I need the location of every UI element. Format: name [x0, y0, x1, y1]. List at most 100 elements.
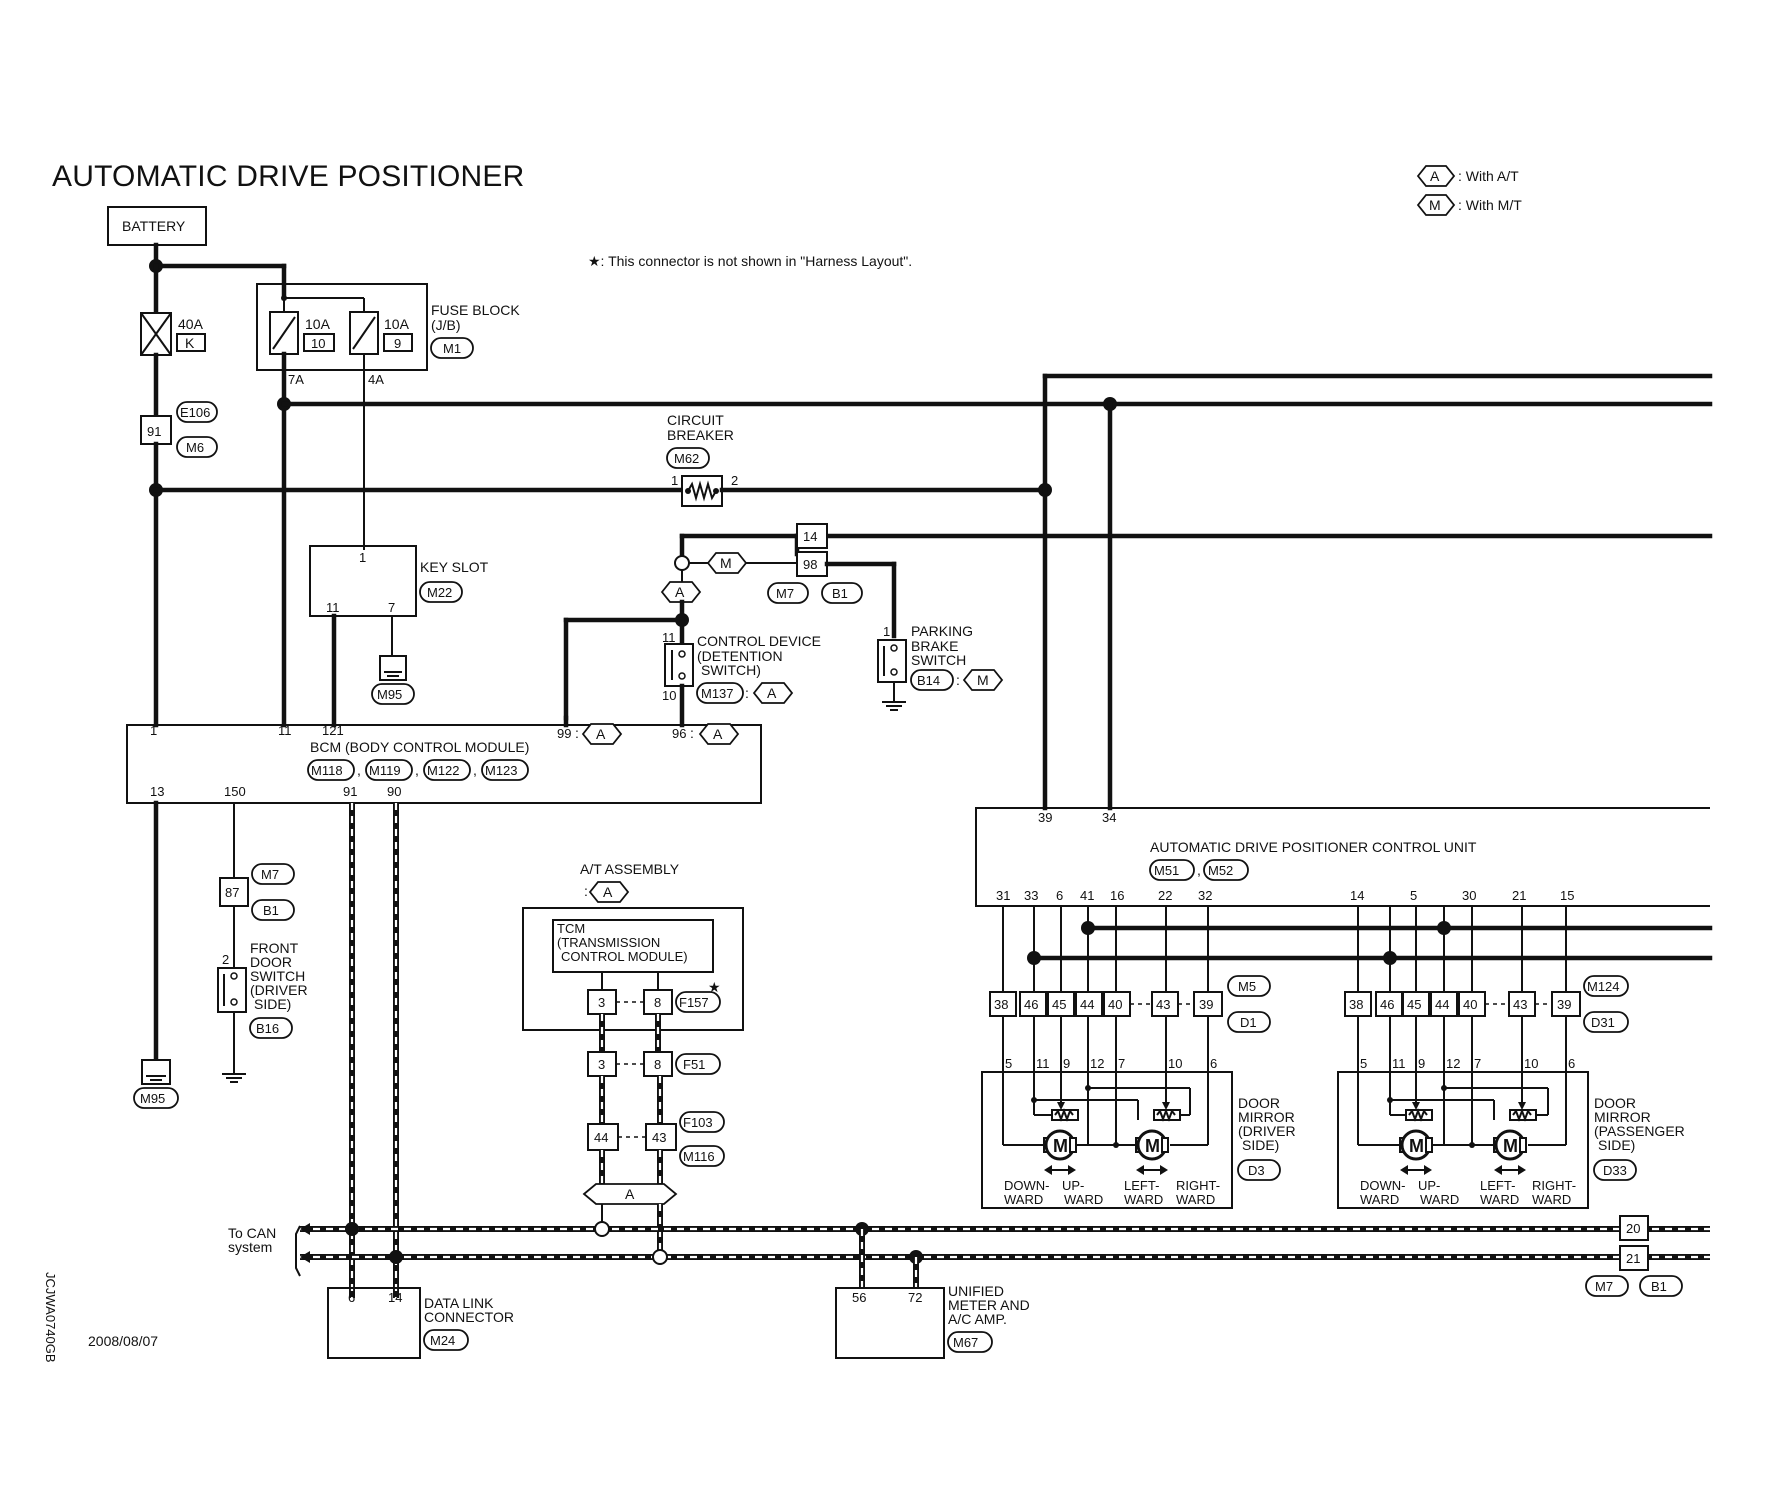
- svg-text:FRONT: FRONT: [250, 940, 299, 956]
- svg-text:WARD: WARD: [1176, 1192, 1215, 1207]
- front-door-switch-driver: 87 M7 B1 2 FRONT DOOR SWITCH (DRIVER SID…: [217, 863, 308, 1083]
- svg-text:SIDE): SIDE): [1598, 1137, 1635, 1153]
- svg-text:7: 7: [1474, 1056, 1481, 1071]
- svg-text:LEFT-: LEFT-: [1124, 1178, 1159, 1193]
- svg-text:M137: M137: [701, 686, 734, 701]
- svg-text:M7: M7: [261, 867, 279, 882]
- svg-text:LEFT-: LEFT-: [1480, 1178, 1515, 1193]
- svg-text:D1: D1: [1240, 1015, 1257, 1030]
- svg-text:1: 1: [883, 624, 890, 639]
- svg-text:TCM: TCM: [557, 921, 585, 936]
- svg-text:BREAKER: BREAKER: [667, 427, 734, 443]
- svg-text:(DRIVER: (DRIVER: [1238, 1123, 1296, 1139]
- svg-text:M: M: [1145, 1136, 1160, 1156]
- svg-text:M: M: [1053, 1136, 1068, 1156]
- svg-text:M119: M119: [369, 763, 401, 778]
- svg-text:22: 22: [1158, 888, 1172, 903]
- svg-text:M24: M24: [430, 1333, 455, 1348]
- svg-text:(DETENTION: (DETENTION: [697, 648, 783, 664]
- svg-text:M5: M5: [1238, 979, 1256, 994]
- svg-text:D31: D31: [1591, 1015, 1615, 1030]
- ground-m95-keyslot: M95: [371, 655, 415, 705]
- svg-text:DOOR: DOOR: [1594, 1095, 1636, 1111]
- svg-text:32: 32: [1198, 888, 1212, 903]
- svg-text:UP-: UP-: [1062, 1178, 1084, 1193]
- svg-text:RIGHT-: RIGHT-: [1532, 1178, 1576, 1193]
- data-link-connector: 6 14 DATA LINK CONNECTOR M24: [327, 1287, 514, 1359]
- svg-text:3: 3: [598, 1057, 605, 1072]
- svg-text::: :: [575, 725, 579, 741]
- svg-text:M124: M124: [1587, 979, 1620, 994]
- svg-text:2: 2: [731, 473, 738, 488]
- svg-text:43: 43: [1156, 997, 1170, 1012]
- svg-text:UNIFIED: UNIFIED: [948, 1283, 1004, 1299]
- fuse-block: 10A 10 10A 9 7A 4A FUSE BLOCK (J/B) M1: [256, 283, 520, 387]
- svg-text:DOOR: DOOR: [250, 954, 292, 970]
- svg-text:6: 6: [1210, 1056, 1217, 1071]
- svg-text:: With M/T: : With M/T: [1458, 197, 1522, 213]
- svg-text:45: 45: [1407, 997, 1421, 1012]
- svg-text:MIRROR: MIRROR: [1238, 1109, 1295, 1125]
- svg-text:91: 91: [343, 784, 357, 799]
- svg-text:SIDE): SIDE): [254, 996, 291, 1012]
- svg-text:9: 9: [1418, 1056, 1425, 1071]
- svg-text:6: 6: [1568, 1056, 1575, 1071]
- diagram-date: 2008/08/07: [88, 1333, 158, 1349]
- svg-text:★: ★: [708, 979, 721, 995]
- svg-text:B14: B14: [917, 673, 940, 688]
- svg-text:(DRIVER: (DRIVER: [250, 982, 308, 998]
- unified-meter-ac-amp: 56 72 UNIFIED METER AND A/C AMP. M67: [835, 1283, 1030, 1359]
- svg-text:39: 39: [1038, 810, 1052, 825]
- svg-text:12: 12: [1446, 1056, 1460, 1071]
- svg-text:5: 5: [1005, 1056, 1012, 1071]
- svg-text:44: 44: [594, 1130, 608, 1145]
- svg-text:44: 44: [1080, 997, 1094, 1012]
- connector-e106: 91 E106 M6: [140, 401, 218, 458]
- svg-text:K: K: [185, 335, 195, 351]
- svg-text:D3: D3: [1248, 1163, 1265, 1178]
- svg-text:PARKING: PARKING: [911, 623, 973, 639]
- svg-text:1: 1: [150, 723, 157, 738]
- svg-text:M7: M7: [1595, 1279, 1613, 1294]
- svg-text:40: 40: [1463, 997, 1477, 1012]
- svg-text::: :: [584, 883, 588, 899]
- svg-text:CONTROL MODULE): CONTROL MODULE): [561, 949, 688, 964]
- svg-text:WARD: WARD: [1004, 1192, 1043, 1207]
- svg-text:31: 31: [996, 888, 1010, 903]
- svg-text:87: 87: [225, 885, 239, 900]
- svg-text:8: 8: [654, 995, 661, 1010]
- svg-text:M: M: [1429, 197, 1441, 213]
- svg-text:M51: M51: [1154, 863, 1179, 878]
- svg-text:M22: M22: [427, 585, 452, 600]
- svg-text:AUTOMATIC DRIVE POSITIONER CON: AUTOMATIC DRIVE POSITIONER CONTROL UNIT: [1150, 839, 1477, 855]
- svg-text:M6: M6: [186, 440, 204, 455]
- svg-text:7: 7: [1118, 1056, 1125, 1071]
- svg-text:SWITCH): SWITCH): [701, 662, 761, 678]
- svg-text:6: 6: [1056, 888, 1063, 903]
- svg-text:B1: B1: [263, 903, 279, 918]
- svg-text:M67: M67: [953, 1335, 978, 1350]
- svg-text:10: 10: [662, 688, 676, 703]
- svg-text:WARD: WARD: [1064, 1192, 1103, 1207]
- svg-text:KEY SLOT: KEY SLOT: [420, 559, 489, 575]
- svg-text:M116: M116: [683, 1149, 715, 1164]
- svg-text:4A: 4A: [368, 372, 384, 387]
- svg-text:B1: B1: [832, 586, 848, 601]
- svg-text:A: A: [1430, 168, 1440, 184]
- svg-text:11: 11: [662, 630, 676, 645]
- svg-text:,: ,: [415, 762, 419, 778]
- svg-text:13: 13: [150, 784, 164, 799]
- svg-text:M95: M95: [377, 687, 402, 702]
- svg-text:1: 1: [359, 550, 366, 565]
- svg-text:SWITCH: SWITCH: [911, 652, 966, 668]
- svg-text:5: 5: [1360, 1056, 1367, 1071]
- svg-text:56: 56: [852, 1290, 866, 1305]
- svg-text:,: ,: [473, 762, 477, 778]
- svg-text:11: 11: [326, 600, 340, 615]
- svg-text:(TRANSMISSION: (TRANSMISSION: [557, 935, 660, 950]
- svg-text:14: 14: [1350, 888, 1364, 903]
- connector-m7-b1-upper: 14 98 M7 B1: [767, 523, 863, 604]
- svg-text:WARD: WARD: [1532, 1192, 1571, 1207]
- svg-text:10A: 10A: [305, 316, 331, 332]
